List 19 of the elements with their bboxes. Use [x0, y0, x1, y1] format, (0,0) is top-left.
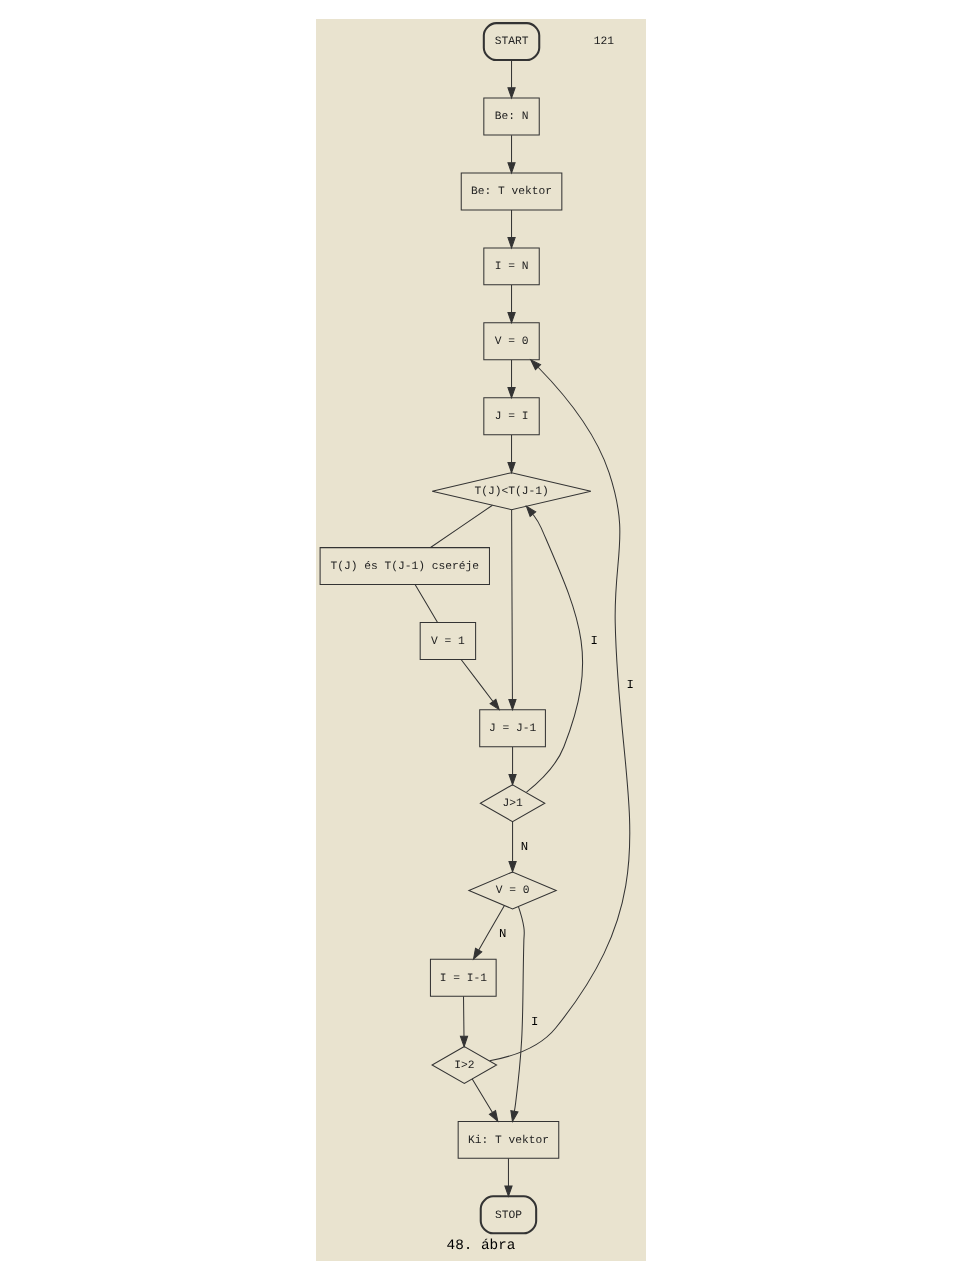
arrow [503, 1158, 512, 1198]
arrow [506, 59, 515, 100]
arrow [488, 358, 630, 1062]
arrow [470, 1078, 498, 1123]
arrow [507, 746, 516, 787]
arrow [507, 509, 516, 712]
arrow [506, 284, 515, 325]
arrow [458, 995, 468, 1049]
arrow [506, 209, 515, 250]
arrow [471, 905, 504, 961]
arrow [459, 659, 500, 711]
arrow [509, 906, 524, 1123]
arrow [524, 505, 582, 793]
connector [429, 504, 492, 548]
arrow [506, 359, 515, 400]
arrow [506, 134, 515, 175]
arrow [507, 821, 516, 874]
connector [413, 584, 438, 624]
arrow [506, 434, 515, 475]
